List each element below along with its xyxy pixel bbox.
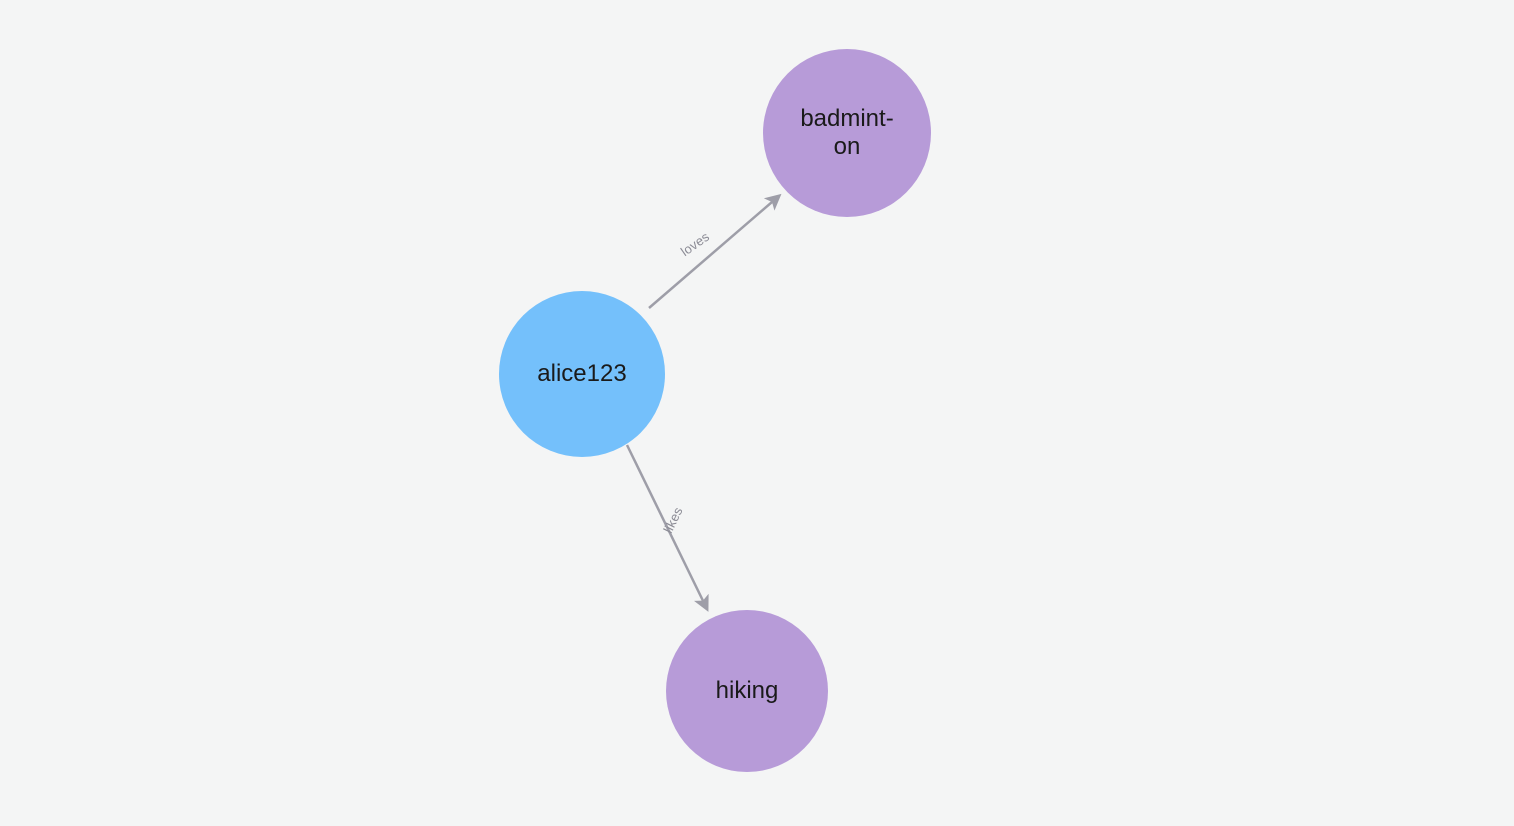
node-label-badminton: badmint-on: [800, 104, 894, 160]
node-label-alice123: alice123: [537, 359, 627, 387]
graph-node-hiking[interactable]: hiking: [666, 610, 828, 772]
edge-line-likes[interactable]: [625, 444, 709, 612]
graph-node-alice123[interactable]: alice123: [499, 291, 665, 457]
node-label-hiking: hiking: [715, 676, 779, 704]
graph-node-badminton[interactable]: badmint-on: [763, 49, 931, 217]
edge-line-loves[interactable]: [648, 193, 782, 309]
